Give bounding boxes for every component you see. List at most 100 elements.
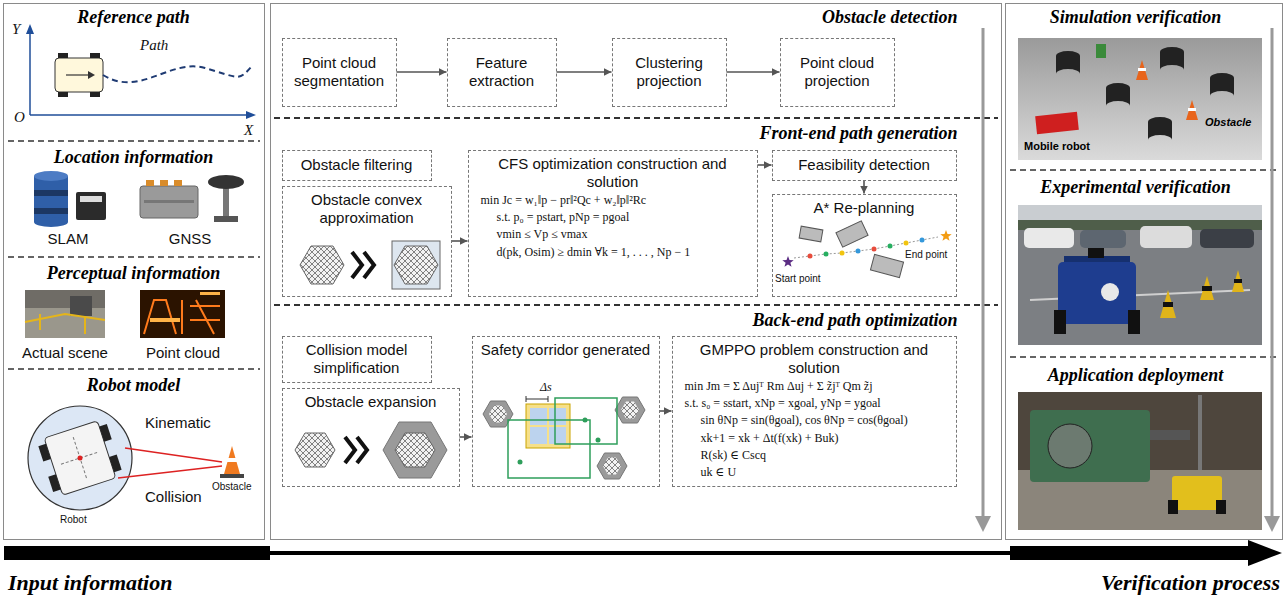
safety-corridor-figure: [549, 427, 566, 444]
section-heading: Application deployment: [1005, 365, 1267, 387]
actual-scene-photo: [25, 290, 105, 338]
section-heading: Perceptual information: [3, 263, 265, 285]
process-down-arrow: [975, 28, 1280, 532]
section-separators: [1010, 356, 1278, 358]
convex-approximation-figure: [300, 241, 440, 289]
label-text: Actual scene: [15, 344, 115, 362]
section-heading: Obstacle detection: [560, 7, 958, 29]
replanning-figure: [940, 230, 951, 241]
flow-arrow: [397, 71, 447, 73]
safety-corridor-figure: [549, 408, 566, 425]
experiment-photo: [1018, 205, 1262, 345]
section-separators: [8, 256, 260, 258]
replanning-figure: [808, 254, 813, 259]
replanning-figure: [904, 241, 909, 246]
timeline-arrow: [270, 551, 1012, 555]
box-detail: s.t. p₀ = pstart, pNp = pgoal: [475, 209, 751, 225]
box-detail: Start point: [775, 273, 821, 285]
safety-corridor-figure: [603, 458, 621, 475]
timeline-arrow: [4, 546, 270, 560]
label-text: Y: [12, 20, 20, 38]
robot-model-figure: [227, 458, 237, 462]
obstacle-expansion-figure: [383, 422, 447, 478]
box-title: CFS optimization construction and soluti…: [475, 155, 751, 192]
process-box: Obstacle convex approximation: [282, 186, 452, 297]
label-text: Mobile robot: [1024, 140, 1090, 153]
simulation-scene-image: [1210, 73, 1234, 96]
box-detail: s.t. s₀ = sstart, xNp = xgoal, yNp = ygo…: [679, 395, 950, 411]
process-box: Feature extraction: [447, 38, 557, 107]
gnss-receiver-icon: [174, 180, 182, 186]
robot-model-figure: [44, 421, 116, 495]
process-box: Obstacle expansion: [282, 388, 460, 487]
process-box: Feasibility detection: [772, 150, 957, 181]
simulation-scene-image: [1018, 38, 1262, 160]
label-text: GNSS: [150, 230, 230, 248]
convex-approximation-figure: [364, 252, 374, 278]
actual-scene-photo: [39, 314, 41, 330]
point-cloud-image: [150, 318, 180, 322]
box-detail: min Jc = w₁‖p − pr‖²Qc + w₂‖p‖²Rc: [475, 192, 751, 208]
robot-model-figure: [220, 474, 244, 478]
section-heading: Reference path: [3, 7, 265, 29]
label-text: Verification process: [1101, 570, 1280, 596]
reference-path-figure: [103, 66, 252, 82]
ahrs-icon: [76, 192, 106, 220]
gnss-receiver-icon: [140, 180, 198, 218]
section-separators: [1010, 169, 1278, 171]
simulation-scene-image: [1186, 100, 1198, 120]
box-detail: min Jm = Σ Δujᵀ Rm Δuj + Σ z̃jᵀ Qm z̃j: [679, 378, 950, 394]
label-text: Point cloud: [133, 344, 233, 362]
box-title: Collision model simplification: [289, 341, 425, 378]
process-down-arrow: [982, 28, 985, 518]
convex-approximation-figure: [394, 246, 438, 284]
deployment-photo: [1018, 392, 1262, 530]
safety-corridor-figure: [583, 418, 588, 423]
lidar-icon: [34, 176, 68, 222]
section-heading: Back-end path optimization: [560, 310, 958, 332]
section-heading: Robot model: [3, 375, 265, 397]
deployment-photo: [1168, 500, 1178, 514]
convex-approximation-figure: [300, 246, 344, 284]
reference-path-figure: [90, 53, 100, 58]
safety-corridor-figure: [555, 398, 617, 444]
lidar-icon: [34, 217, 68, 227]
gnss-antenna-icon: [208, 175, 244, 222]
process-box: GMPPO problem construction and solutionm…: [672, 336, 957, 487]
ahrs-icon: [80, 196, 102, 202]
gnss-receiver-icon: [144, 200, 194, 203]
experiment-photo: [1054, 310, 1066, 334]
experiment-photo: [1200, 276, 1214, 300]
simulation-scene-image: [1106, 83, 1130, 106]
label-text: Collision: [145, 488, 202, 506]
robot-model-figure: [125, 448, 222, 462]
robot-model-figure: [99, 424, 112, 442]
reference-path-figure: [55, 58, 103, 92]
experiment-photo: [1140, 226, 1192, 248]
deployment-photo: [1030, 410, 1150, 482]
replanning-figure: [920, 238, 925, 243]
box-detail: Δs: [540, 380, 552, 395]
simulation-scene-image: [1056, 51, 1080, 74]
robot-model-figure: [48, 474, 61, 492]
process-box: CFS optimization construction and soluti…: [468, 150, 758, 297]
robot-model-figure: [38, 444, 51, 462]
robot-model-figure: [36, 418, 123, 497]
experiment-photo: [1128, 310, 1140, 334]
convex-approximation-figure: [392, 241, 440, 289]
reference-path-figure: [66, 74, 90, 75]
experiment-photo: [1202, 286, 1212, 291]
replanning-figure: [840, 251, 845, 256]
simulation-scene-image: [1188, 108, 1196, 111]
experiment-photo: [1018, 205, 1262, 345]
replanning-figure: [872, 247, 877, 252]
deployment-photo: [1018, 392, 1262, 530]
experiment-photo: [1058, 262, 1136, 324]
deployment-photo: [1198, 395, 1202, 470]
section-heading: Location information: [3, 147, 265, 169]
section-heading: Simulation verification: [1005, 7, 1267, 29]
deployment-photo: [1150, 430, 1190, 440]
lidar-icon: [34, 171, 68, 181]
